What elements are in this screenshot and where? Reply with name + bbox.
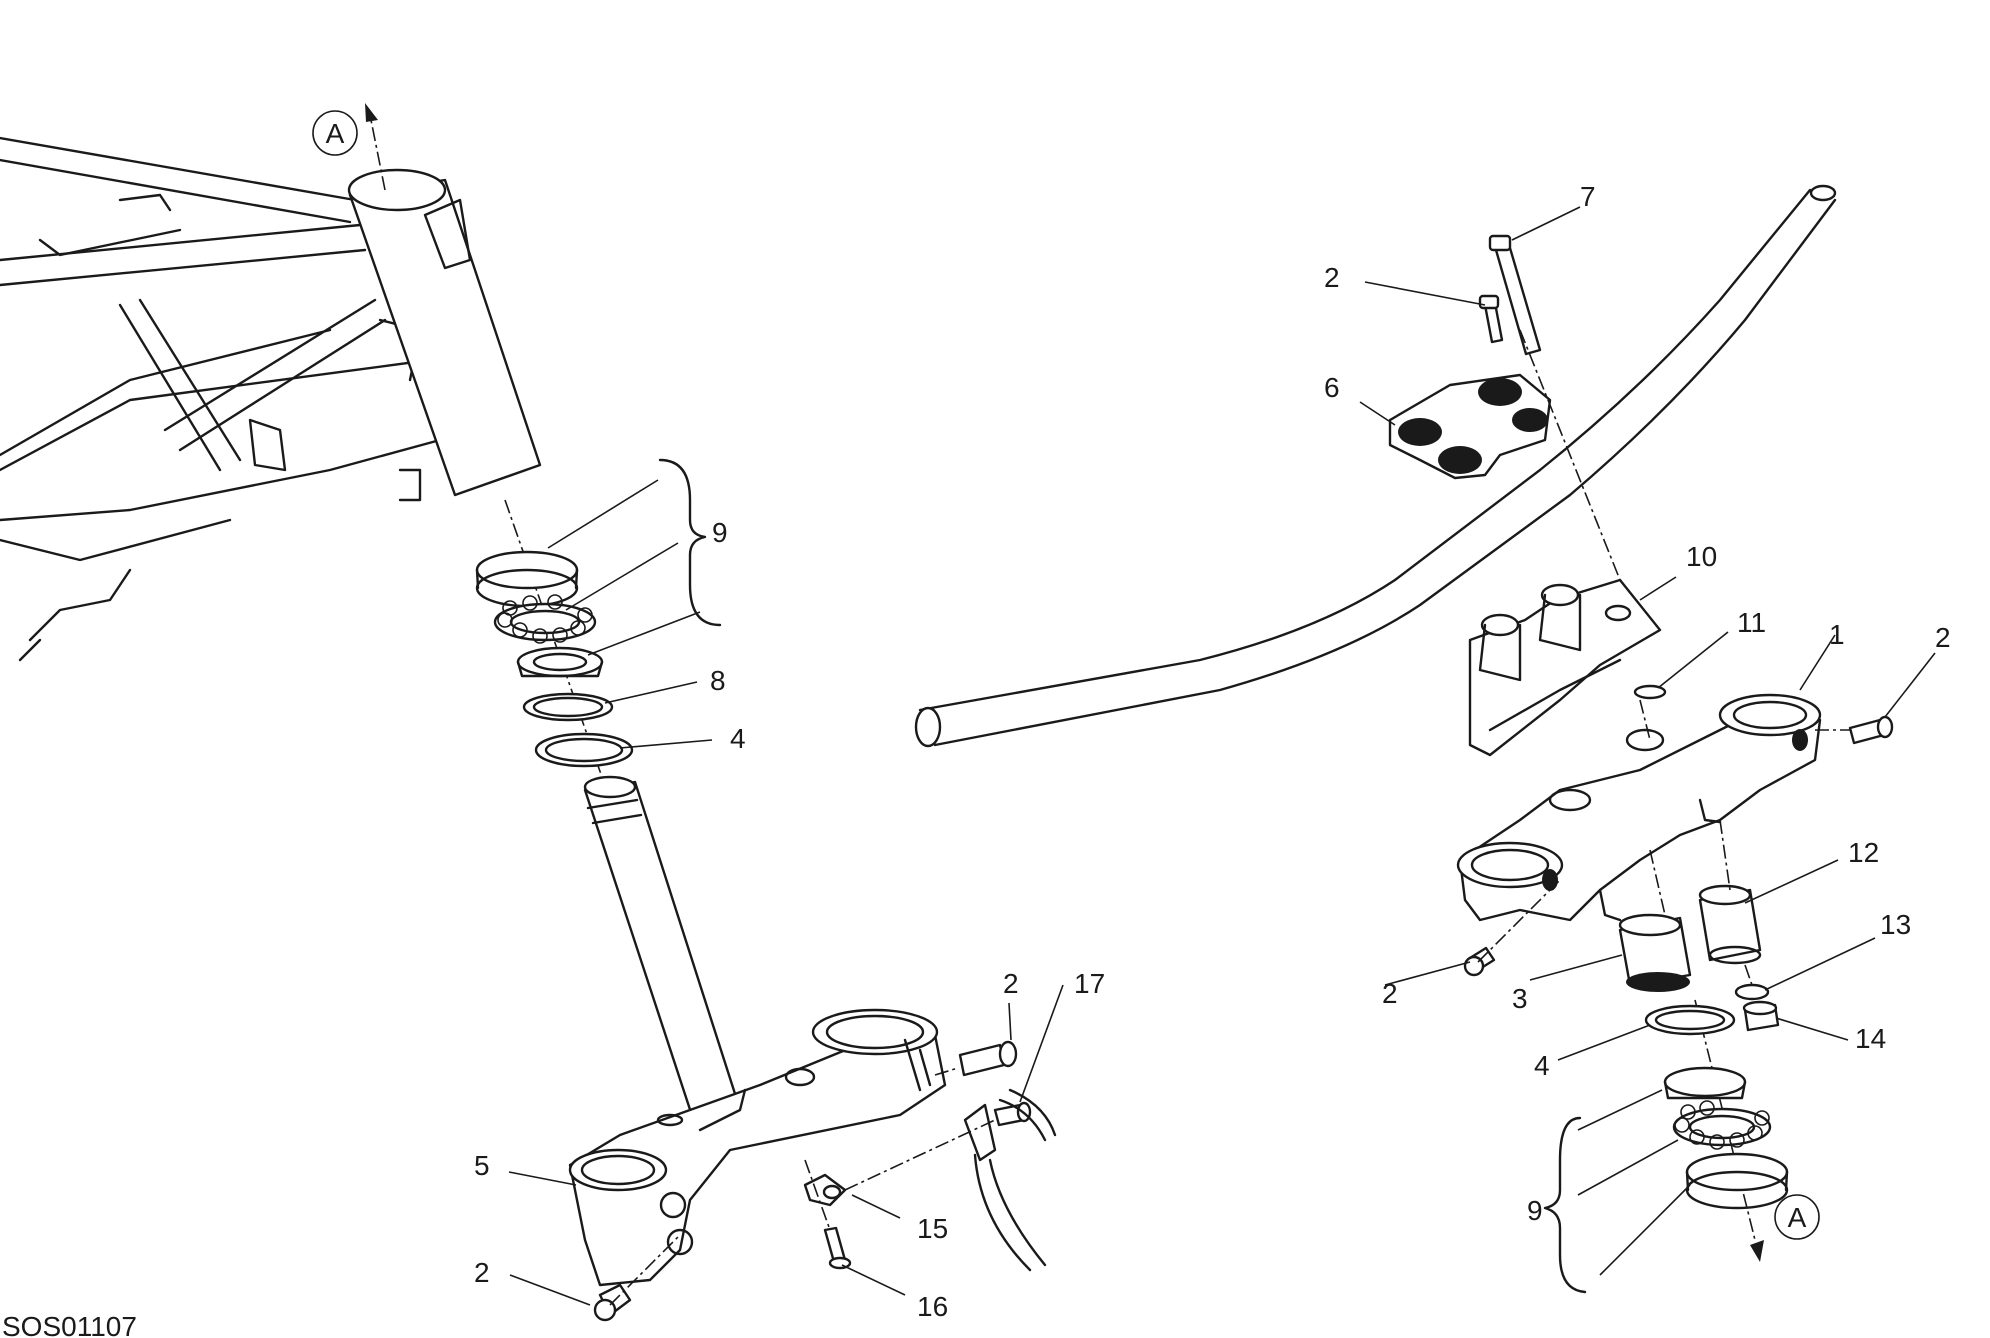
callout-2-top: 2 bbox=[1324, 262, 1340, 293]
reference-mark-top: A bbox=[312, 103, 386, 191]
handlebar bbox=[914, 184, 1837, 748]
cable-clamp-15 bbox=[803, 1173, 847, 1207]
bolt-2-lower-yoke-right bbox=[958, 1040, 1018, 1077]
callout-7: 7 bbox=[1580, 181, 1596, 212]
callout-11: 11 bbox=[1737, 607, 1766, 638]
upper-ball-bearing bbox=[493, 594, 597, 644]
handlebar-mount-10 bbox=[1468, 578, 1662, 757]
lower-inner-race bbox=[1663, 1066, 1747, 1100]
brace-9-left bbox=[658, 458, 722, 627]
brake-line bbox=[963, 1088, 1057, 1272]
callout-17: 17 bbox=[1074, 968, 1105, 999]
seal-8 bbox=[522, 692, 614, 722]
steering-stem bbox=[583, 775, 747, 1142]
reference-mark-bottom: A bbox=[1750, 1194, 1820, 1262]
callout-4-left: 4 bbox=[730, 723, 746, 754]
callout-15: 15 bbox=[917, 1213, 948, 1244]
bolt-2-top bbox=[1478, 294, 1504, 344]
stem-nut-3 bbox=[1618, 913, 1692, 992]
callout-4-right: 4 bbox=[1534, 1050, 1550, 1081]
callout-2-lower-yoke-right: 2 bbox=[1003, 968, 1019, 999]
screw-16 bbox=[823, 1226, 852, 1270]
callout-6: 6 bbox=[1324, 372, 1340, 403]
callout-2-upper-clamp-right: 2 bbox=[1935, 622, 1951, 653]
lower-bearing-cup bbox=[1685, 1152, 1789, 1210]
callout-12: 12 bbox=[1848, 837, 1879, 868]
bolt-7 bbox=[1488, 234, 1542, 356]
washer-11 bbox=[1633, 684, 1667, 700]
callout-8: 8 bbox=[710, 665, 726, 696]
dust-seal-4-right bbox=[1644, 1004, 1736, 1036]
brace-9-right bbox=[1543, 1116, 1587, 1294]
upper-inner-race bbox=[516, 646, 604, 678]
bolt-2-upper-clamp-right bbox=[1848, 715, 1894, 745]
frame-drawing bbox=[0, 136, 542, 662]
bushing-12 bbox=[1698, 884, 1762, 965]
handlebar-riser-6 bbox=[1388, 373, 1552, 480]
upper-bearing-cup bbox=[475, 550, 579, 608]
callout-numbers: 9 8 4 5 2 2 17 15 16 2 7 6 10 11 1 2 12 … bbox=[474, 181, 1951, 1322]
lower-ball-bearing bbox=[1672, 1100, 1772, 1150]
callout-16: 16 bbox=[917, 1291, 948, 1322]
upper-triple-clamp-1 bbox=[1456, 693, 1822, 922]
nut-14 bbox=[1742, 1000, 1780, 1032]
reference-label-top: A bbox=[326, 118, 345, 149]
leader-lines bbox=[508, 206, 1936, 1306]
callout-9-right: 9 bbox=[1527, 1195, 1543, 1226]
dust-seal-4 bbox=[534, 732, 634, 768]
callout-2-lower-yoke-bottom: 2 bbox=[474, 1257, 490, 1288]
callout-9-left: 9 bbox=[712, 517, 728, 548]
callout-14: 14 bbox=[1855, 1023, 1886, 1054]
drawing-code: SOS01107 bbox=[2, 1311, 137, 1338]
callout-2-upper-clamp-left: 2 bbox=[1382, 978, 1398, 1009]
reference-label-bottom: A bbox=[1788, 1202, 1807, 1233]
callout-3: 3 bbox=[1512, 983, 1528, 1014]
callout-5: 5 bbox=[474, 1150, 490, 1181]
lower-triple-clamp bbox=[568, 1008, 947, 1287]
callout-13: 13 bbox=[1880, 909, 1911, 940]
callout-10: 10 bbox=[1686, 541, 1717, 572]
washer-13 bbox=[1734, 983, 1770, 1001]
callout-1: 1 bbox=[1829, 619, 1845, 650]
